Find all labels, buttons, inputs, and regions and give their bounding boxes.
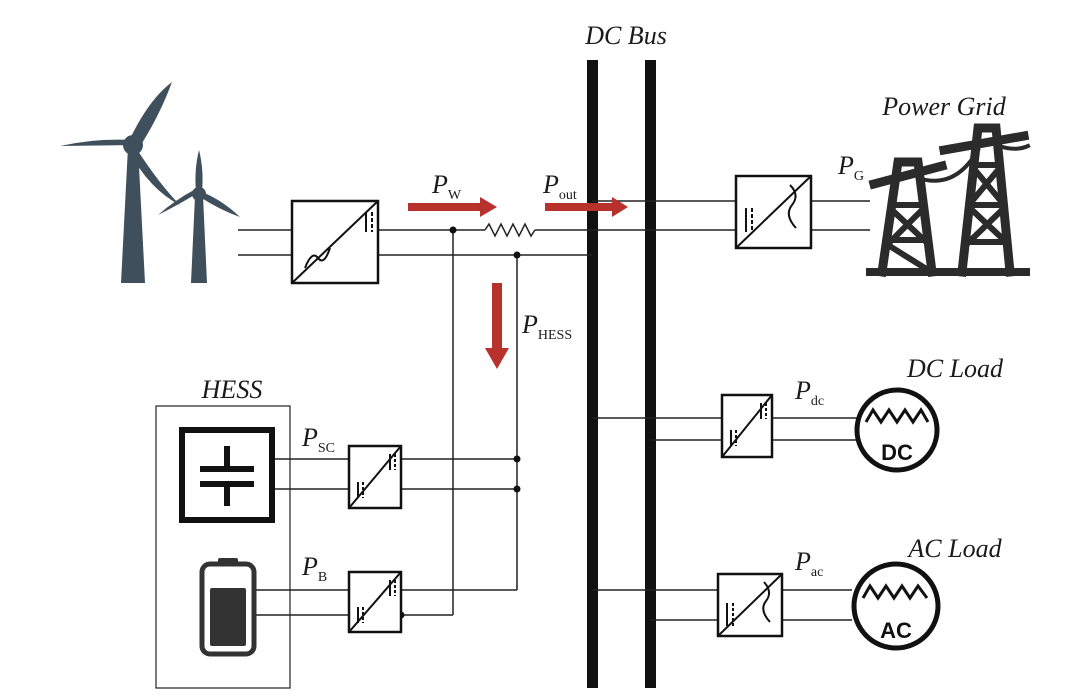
resistor-icon (484, 222, 536, 238)
dc-load-icon: DC (854, 387, 940, 473)
label-pb: PB (301, 552, 327, 585)
converter-icon (716, 572, 784, 638)
hess-box (155, 405, 291, 689)
dc-load-badge: DC (881, 440, 913, 465)
svg-text:PHESS: PHESS (521, 310, 572, 343)
battery-icon (199, 558, 257, 657)
dc-bus-label: DC Bus (584, 21, 667, 50)
power-grid-label: Power Grid (881, 92, 1007, 121)
label-pac: Pac (794, 547, 823, 580)
converter-icon (347, 570, 403, 634)
ac-load-label: AC Load (906, 534, 1002, 563)
dc-bus (587, 60, 656, 688)
converter-icon (734, 174, 813, 250)
junction-dots (397, 226, 521, 619)
supercapacitor-icon (179, 427, 275, 523)
ac-load-icon: AC (851, 561, 941, 651)
label-pout: Pout (542, 170, 577, 203)
converter-icon (720, 393, 774, 459)
wind-turbine-icon (60, 82, 240, 283)
svg-text:Pac: Pac (794, 547, 823, 580)
power-flow-arrows (408, 197, 628, 369)
ac-load-badge: AC (880, 618, 912, 643)
label-pw: PW (431, 170, 462, 203)
converter-icon (347, 444, 403, 510)
dc-load-label: DC Load (906, 354, 1004, 383)
converter-icon (290, 199, 380, 285)
svg-text:PSC: PSC (301, 423, 335, 456)
svg-text:Pdc: Pdc (794, 376, 824, 409)
svg-text:PG: PG (837, 151, 864, 184)
label-phess: PHESS (521, 310, 572, 343)
svg-text:PB: PB (301, 552, 327, 585)
power-grid-tower-icon (866, 123, 1031, 278)
hess-label: HESS (201, 375, 263, 404)
label-pdc: Pdc (794, 376, 824, 409)
label-pg: PG (837, 151, 864, 184)
svg-text:PW: PW (431, 170, 462, 203)
svg-text:Pout: Pout (542, 170, 577, 203)
label-psc: PSC (301, 423, 335, 456)
